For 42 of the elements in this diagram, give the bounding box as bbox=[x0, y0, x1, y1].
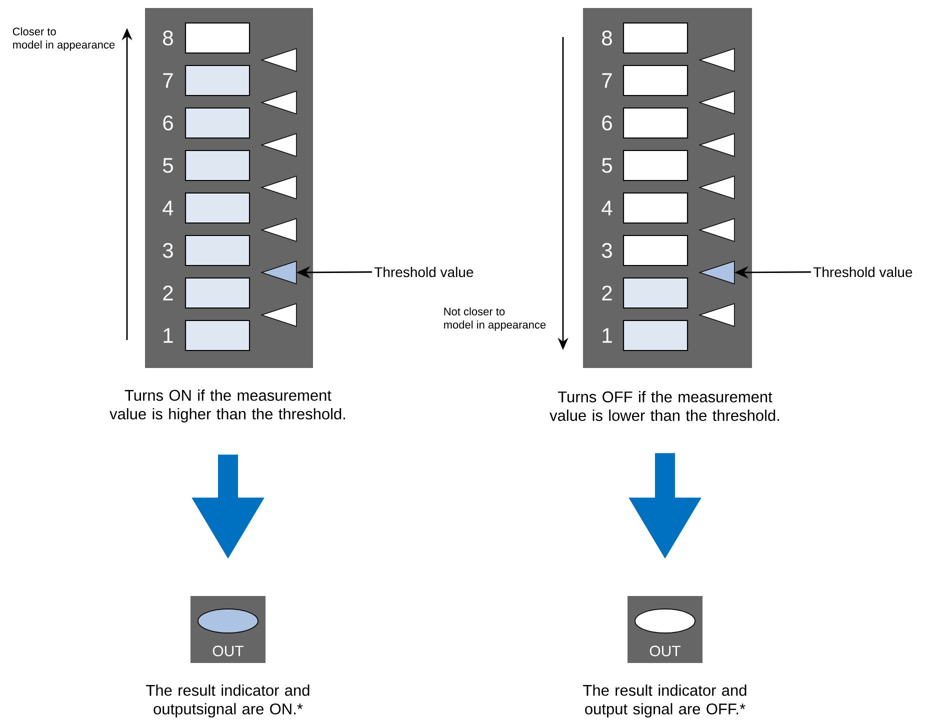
threshold-label: Threshold value bbox=[813, 266, 912, 278]
node-label: 6 bbox=[163, 116, 173, 130]
node-label: 3 bbox=[162, 243, 173, 258]
result-text: The result indicator and outputsignal are ON.* bbox=[146, 684, 310, 718]
node-label: 1 bbox=[602, 328, 612, 343]
numbered-cell: 6 bbox=[602, 107, 688, 139]
numbered-cell: 1 bbox=[602, 320, 688, 352]
node-label: 1 bbox=[164, 328, 173, 343]
node-label: 2 bbox=[602, 286, 612, 300]
indicator-lamp bbox=[198, 608, 258, 634]
node-label: 5 bbox=[602, 158, 612, 173]
numbered-cell: 4 bbox=[602, 192, 688, 224]
node-label: 8 bbox=[163, 30, 173, 46]
node-label: 4 bbox=[602, 200, 612, 216]
node-label: 4 bbox=[162, 200, 174, 216]
axis-note: Closer to model in appearance bbox=[12, 27, 115, 51]
numbered-cell: 5 bbox=[602, 150, 688, 182]
node-label: 7 bbox=[163, 73, 173, 88]
condition-text: Turns OFF if the measurement value is lower than the threshold. bbox=[550, 391, 779, 421]
numbered-cell: 6 bbox=[163, 107, 250, 139]
node-label: 2 bbox=[163, 286, 173, 300]
result-text: The result indicator and output signal are OFF.* bbox=[583, 684, 746, 718]
node-label: 3 bbox=[602, 243, 612, 258]
node-label: 8 bbox=[602, 30, 612, 46]
numbered-cell: 3 bbox=[162, 234, 250, 266]
numbered-cell: 5 bbox=[163, 150, 250, 182]
numbered-cell: 2 bbox=[163, 277, 250, 309]
axis-note: Not closer to model in appearance bbox=[444, 307, 546, 331]
numbered-cell: 7 bbox=[602, 64, 688, 96]
numbered-cell: 8 bbox=[163, 22, 250, 54]
condition-text: Turns ON if the measurement value is higher than the threshold. bbox=[110, 390, 346, 423]
numbered-cell: 3 bbox=[602, 234, 688, 266]
numbered-cell: 7 bbox=[163, 64, 250, 96]
indicator-lamp bbox=[634, 608, 696, 634]
numbered-cell: 8 bbox=[602, 22, 688, 54]
node-label: 7 bbox=[602, 73, 612, 88]
threshold-label: Threshold value bbox=[374, 266, 474, 278]
node-label: 6 bbox=[602, 116, 612, 130]
numbered-cell: 4 bbox=[162, 192, 250, 224]
numbered-cell: 1 bbox=[164, 320, 250, 352]
numbered-cell: 2 bbox=[602, 277, 688, 309]
node-label: 5 bbox=[163, 158, 173, 173]
